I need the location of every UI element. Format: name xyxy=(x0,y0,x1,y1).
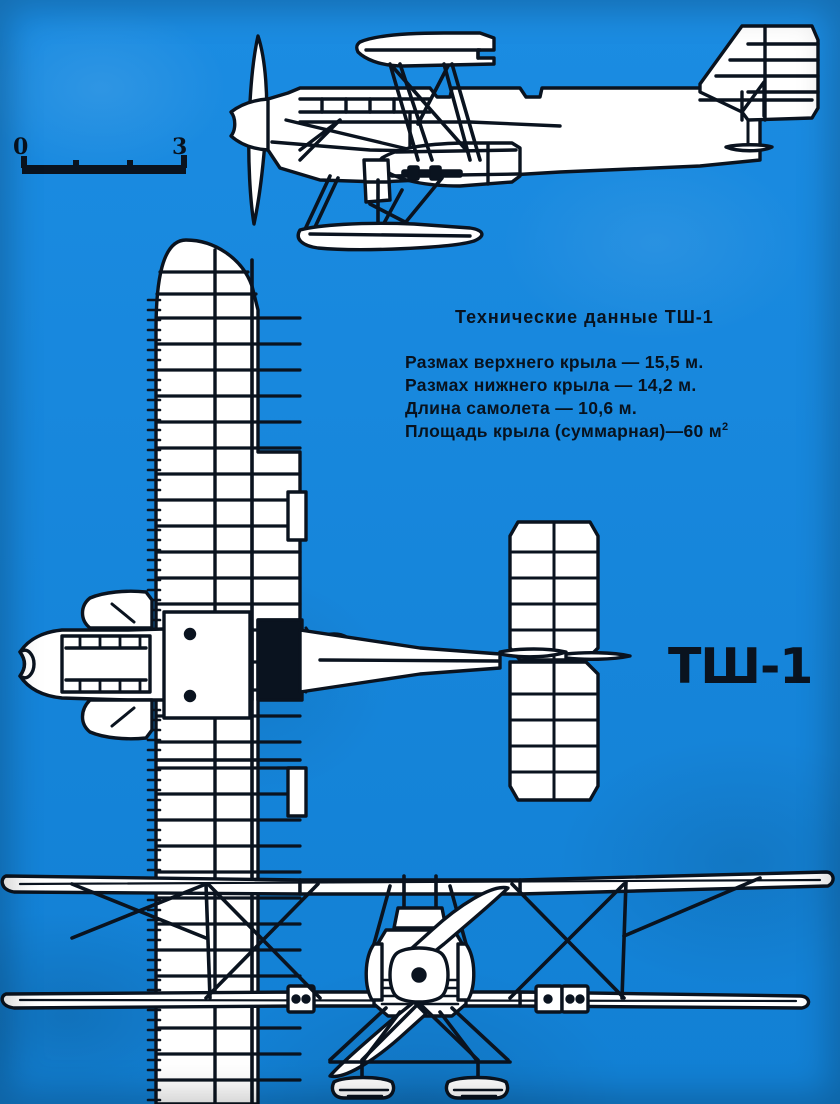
cowl-side-bulge-left xyxy=(364,942,384,1002)
plan-strut-mark-lower xyxy=(110,706,136,728)
cockpit-front xyxy=(256,618,304,702)
ski-top-line xyxy=(308,232,472,238)
marking-left-dot-1 xyxy=(291,994,301,1004)
strut-rear-right xyxy=(450,62,482,162)
spec-wing-area-superscript: 2 xyxy=(721,421,729,434)
plan-spinner xyxy=(18,648,36,680)
plan-rudder xyxy=(498,647,568,659)
plan-lower-wing-root-lower xyxy=(80,698,154,741)
strut-rear-left xyxy=(442,62,472,162)
propeller-hub-center xyxy=(411,967,427,983)
marking-left-box xyxy=(286,984,316,1014)
marking-right-box-2 xyxy=(560,984,590,1014)
gear-right-leg xyxy=(450,1006,510,1062)
front-upper-wing-left xyxy=(0,874,302,896)
fuselage-panel-line-2 xyxy=(298,118,342,162)
armament-block-1 xyxy=(407,165,420,181)
vertical-stabilizer xyxy=(698,24,820,122)
brace-right-x2 xyxy=(510,882,626,1000)
front-strut-group xyxy=(70,876,762,1000)
gear-left-leg xyxy=(328,1006,388,1062)
tail-skid-shoe xyxy=(724,143,774,153)
marking-right-dot-2 xyxy=(565,994,575,1004)
fuselage-diagonal-1 xyxy=(284,118,422,154)
plan-rear-fuselage-line xyxy=(318,658,500,663)
spec-lower-wingspan: Размах нижнего крыла — 14,2 м. xyxy=(405,375,697,395)
armament-group xyxy=(401,165,463,181)
front-upper-wing-line xyxy=(18,878,822,886)
front-upper-wing-right xyxy=(518,870,835,896)
front-ski-right xyxy=(444,1075,510,1100)
cowl-side-bulge-right xyxy=(456,942,476,1002)
panel-rivet-2 xyxy=(183,689,197,703)
wing-markings-group xyxy=(286,984,590,1014)
strut-left-outer xyxy=(204,882,212,1000)
panel-rivet-1 xyxy=(183,627,197,641)
brace-left-long2 xyxy=(70,882,208,940)
strut-cross-brace-2 xyxy=(416,64,450,126)
plan-center-panel xyxy=(162,610,252,720)
plan-cowl-ribs xyxy=(78,634,142,694)
marking-right-dot-1 xyxy=(543,994,553,1004)
tail-brace xyxy=(740,80,766,118)
spec-wing-area-text: Площадь крыла (суммарная)—60 м xyxy=(405,421,722,441)
tech-data-title: Технические данные ТШ-1 xyxy=(455,307,714,327)
brace-right-long xyxy=(622,876,762,938)
ski-detail-lines xyxy=(338,1088,504,1098)
aileron-upper xyxy=(286,490,308,542)
marking-right-dot-3 xyxy=(575,994,585,1004)
marking-left-dot-2 xyxy=(301,994,311,1004)
tailplane-ribs xyxy=(508,520,600,802)
brace-left-x2 xyxy=(204,882,320,1000)
plan-strut-mark-upper xyxy=(110,602,136,624)
spec-length: Длина самолета — 10,6 м. xyxy=(405,398,637,418)
front-ski-left xyxy=(330,1075,396,1100)
aileron-lower xyxy=(286,766,308,818)
plan-rudder-2 xyxy=(564,650,632,662)
spec-upper-wingspan: Размах верхнего крыла — 15,5 м. xyxy=(405,352,704,372)
strut-front-left xyxy=(388,62,420,162)
strut-right-outer xyxy=(620,880,628,1000)
gear-center-v xyxy=(360,1002,420,1062)
gear-center-v2 xyxy=(418,1002,480,1062)
strut-cross-brace xyxy=(390,64,470,154)
strut-group-side xyxy=(388,62,482,162)
front-landing-gear xyxy=(328,1002,512,1084)
cabane-left xyxy=(372,884,392,946)
model-designation-label: ТШ-1 xyxy=(668,638,813,695)
armament-block-2 xyxy=(429,165,442,181)
spec-wing-area: Площадь крыла (суммарная)—60 м2 xyxy=(405,421,728,442)
scale-end-label: 3 xyxy=(172,134,188,160)
scale-start-label: 0 xyxy=(13,134,29,160)
